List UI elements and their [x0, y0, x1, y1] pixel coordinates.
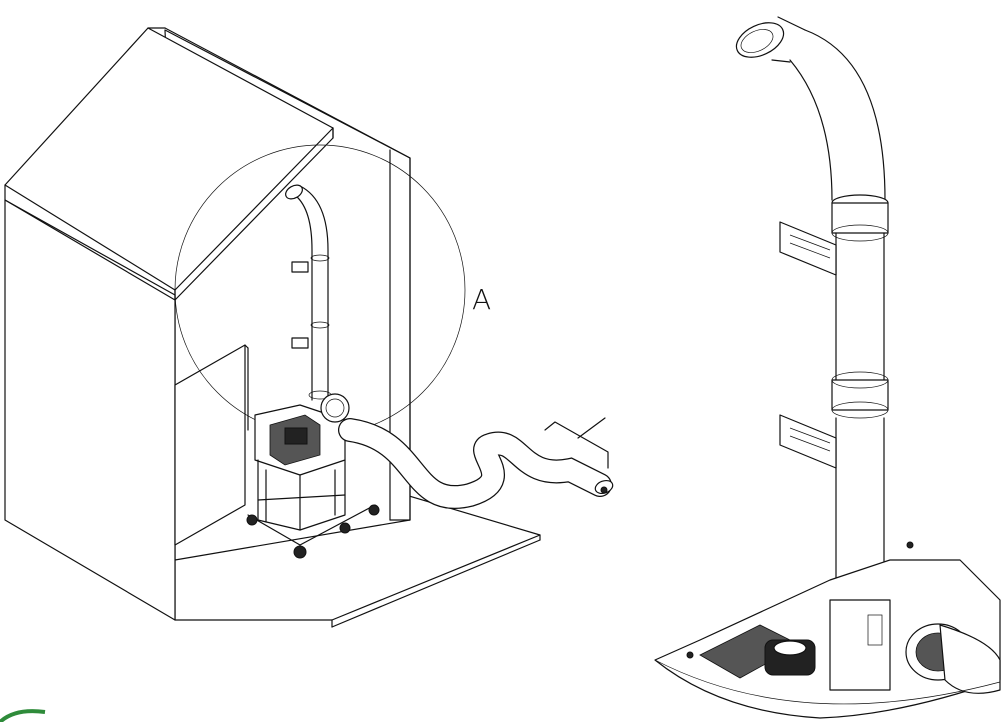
logo-arc [0, 709, 46, 722]
vertical-pipe [295, 195, 313, 401]
building-left-wall [4, 199, 176, 621]
wall-bracket [291, 337, 309, 349]
nozzle-handle [544, 421, 609, 469]
door-opening [174, 344, 246, 546]
callout-label-a: A [472, 283, 492, 316]
detail-bracket-upper [779, 221, 837, 276]
detail-bracket-lower [779, 414, 837, 469]
wall-bracket [291, 261, 309, 273]
detail-view-a [654, 16, 1001, 719]
vacuum-unit [246, 393, 380, 559]
detail-top-flange [735, 22, 785, 58]
building-overview [4, 27, 614, 628]
detail-elbow [789, 59, 833, 201]
